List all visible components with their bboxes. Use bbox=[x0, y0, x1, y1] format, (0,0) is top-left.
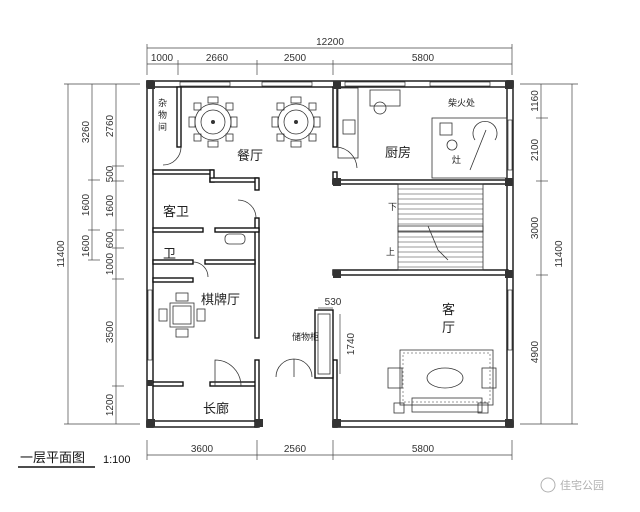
storage-cabinet bbox=[317, 313, 331, 375]
plan-scale: 1:100 bbox=[103, 454, 131, 466]
right-dim-1: 1160 bbox=[530, 90, 541, 112]
dining-tables bbox=[188, 96, 321, 148]
bottom-dimensions: 3600 2560 5800 bbox=[146, 440, 513, 460]
right-dimensions: 11400 1160 2100 3000 4900 bbox=[520, 83, 578, 425]
left-inner-dim-4: 600 bbox=[105, 231, 116, 248]
left-outer-dim-2: 1600 bbox=[81, 193, 92, 216]
bottom-dim-3: 5800 bbox=[412, 444, 435, 455]
watermark-text: 佳宅公园 bbox=[560, 478, 604, 492]
living-sofa-set bbox=[387, 349, 497, 414]
left-outer-dim-3: 1600 bbox=[81, 234, 92, 257]
watermark-logo-icon bbox=[540, 477, 556, 493]
top-dimensions: 12200 1000 2660 2500 5800 bbox=[146, 37, 513, 75]
top-dim-3: 2500 bbox=[284, 53, 307, 64]
columns bbox=[147, 81, 513, 427]
room-label-hallway: 长廊 bbox=[203, 401, 229, 417]
room-label-living-2: 厅 bbox=[442, 321, 455, 336]
top-dim-4: 5800 bbox=[412, 53, 435, 64]
right-dim-2: 2100 bbox=[530, 138, 541, 161]
room-label-kitchen: 厨房 bbox=[385, 145, 411, 161]
guest-bath-door bbox=[237, 199, 257, 219]
room-label-chess: 棋牌厅 bbox=[201, 292, 240, 308]
kitchen-fixtures bbox=[337, 87, 508, 179]
cabinet-width-dim: 530 bbox=[325, 297, 342, 308]
room-label-storage-2: 物 bbox=[158, 109, 167, 121]
kitchen-door-swing bbox=[336, 146, 358, 169]
left-inner-dim-6: 3500 bbox=[105, 320, 116, 343]
interior-walls bbox=[152, 86, 509, 428]
top-dim-2: 2660 bbox=[206, 53, 229, 64]
bath-door bbox=[192, 261, 209, 278]
top-total-dim: 12200 bbox=[316, 37, 344, 48]
stair-steps bbox=[398, 188, 483, 268]
plan-title: 一层平面图 bbox=[20, 451, 85, 466]
bottom-dim-1: 3600 bbox=[191, 444, 214, 455]
staircase bbox=[397, 183, 484, 271]
room-label-storage-1: 杂 bbox=[158, 98, 167, 109]
right-dim-3: 3000 bbox=[530, 216, 541, 239]
chess-table bbox=[158, 292, 206, 338]
left-inner-dim-5: 1000 bbox=[105, 252, 116, 275]
room-label-living-1: 客 bbox=[442, 302, 455, 318]
stair-arrow bbox=[427, 225, 449, 261]
right-dim-4: 4900 bbox=[530, 340, 541, 363]
room-label-storage-3: 间 bbox=[158, 121, 167, 133]
room-label-cabinet: 储物柜 bbox=[292, 331, 319, 343]
room-label-dining: 餐厅 bbox=[237, 148, 263, 164]
left-total-dim: 11400 bbox=[56, 240, 67, 268]
left-inner-dim-1: 2760 bbox=[105, 114, 116, 137]
room-label-bath: 卫 bbox=[163, 247, 176, 262]
left-outer-dim-1: 3260 bbox=[81, 120, 92, 143]
chess-room-door bbox=[214, 359, 242, 387]
top-dim-1: 1000 bbox=[151, 53, 174, 64]
left-dimensions: 11400 3260 1600 1600 2760 500 1600 600 1… bbox=[56, 83, 140, 425]
stair-label-down: 下 bbox=[388, 203, 397, 213]
left-inner-dim-7: 1200 bbox=[105, 393, 116, 416]
room-label-firewood: 柴火处 bbox=[448, 97, 475, 109]
bottom-dim-2: 2560 bbox=[284, 444, 307, 455]
right-total-dim: 11400 bbox=[554, 240, 565, 268]
room-label-stove: 灶 bbox=[452, 154, 461, 166]
stair-label-up: 上 bbox=[386, 247, 395, 258]
dining-door-swing bbox=[162, 146, 182, 166]
entry-doors bbox=[275, 358, 313, 378]
cabinet-height-dim: 1740 bbox=[346, 332, 357, 355]
left-inner-dim-2: 500 bbox=[105, 165, 116, 182]
room-label-guest-bath: 客卫 bbox=[163, 204, 189, 220]
guest-bath-sink bbox=[224, 233, 246, 245]
left-inner-dim-3: 1600 bbox=[105, 194, 116, 217]
